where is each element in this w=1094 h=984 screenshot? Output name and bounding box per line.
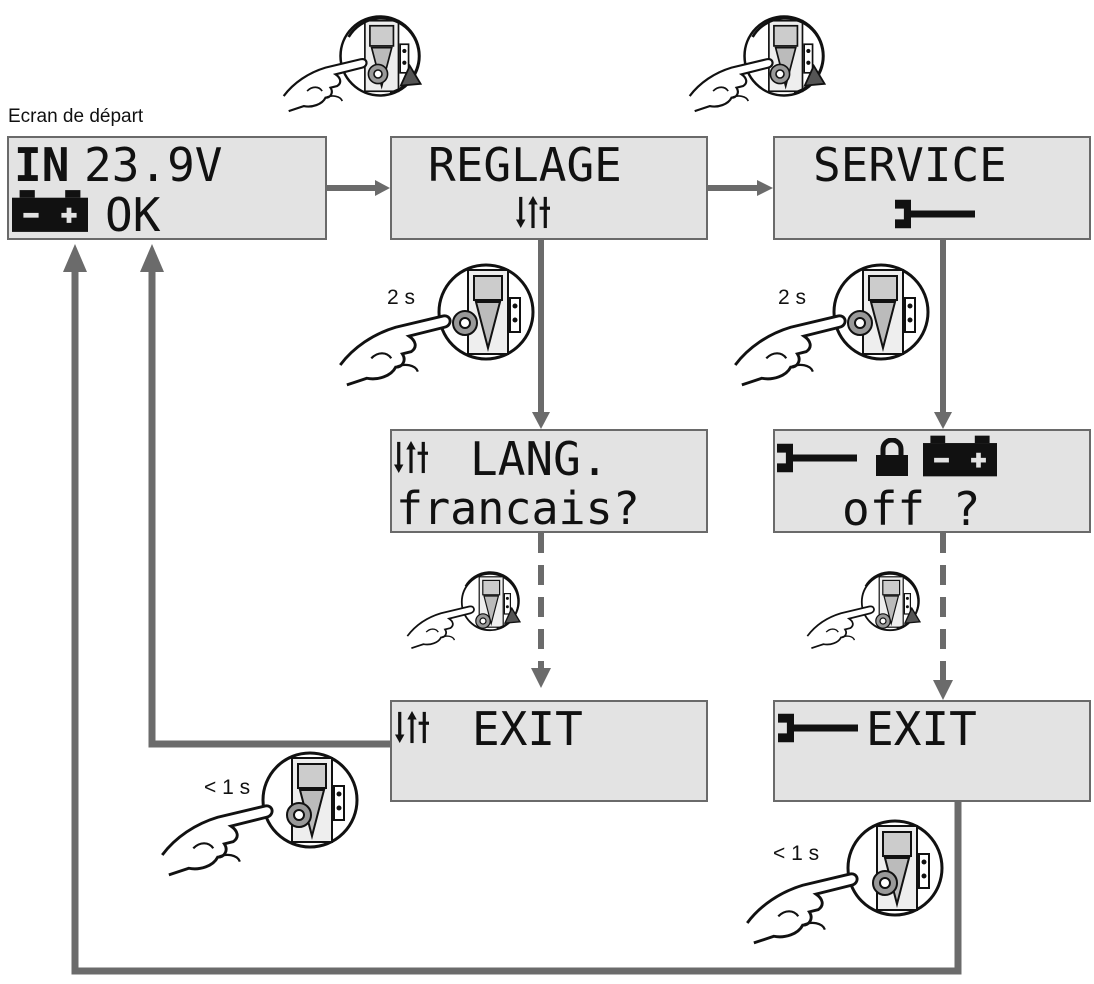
lcd-language-screen [390, 429, 708, 533]
flow-arrows [63, 180, 962, 975]
wrench-icon [895, 199, 975, 229]
service-title: SERVICE [813, 138, 1007, 192]
press-knob-illustration [160, 751, 359, 877]
exit-right-label: EXIT [866, 702, 977, 756]
lcd-exit-left-screen [390, 700, 708, 802]
language-value: francais? [396, 482, 640, 535]
start-line1-input-label: IN [14, 138, 70, 192]
start-line1-voltage: 23.9V [84, 138, 223, 192]
press-duration-reglage: 2 s [387, 286, 416, 309]
rotate-knob-illustration [406, 571, 521, 650]
battery-icon [923, 435, 997, 477]
adjust-icon [395, 709, 429, 745]
rotate-knob-illustration [282, 15, 422, 113]
wrench-icon [778, 713, 858, 743]
lock-value: off ? [842, 482, 981, 536]
lcd-reglage-screen [390, 136, 708, 240]
press-duration-exit-left: < 1 s [204, 776, 251, 799]
rotate-knob-illustration [688, 15, 826, 113]
reglage-title: REGLAGE [428, 138, 622, 192]
adjust-icon [516, 194, 550, 230]
press-knob-illustration [745, 819, 944, 945]
press-duration-service: 2 s [778, 286, 807, 309]
press-duration-exit-right: < 1 s [773, 842, 820, 865]
lcd-exit-right-screen [773, 700, 1091, 802]
adjust-icon [394, 439, 428, 475]
lock-icon [876, 440, 908, 476]
press-knob-illustration [338, 263, 535, 387]
start-line2-status: OK [105, 188, 161, 242]
wrench-icon [777, 443, 857, 473]
language-title: LANG. [470, 432, 609, 486]
rotate-knob-illustration [806, 571, 921, 650]
press-knob-illustration [733, 263, 930, 387]
exit-left-label: EXIT [472, 702, 583, 756]
lcd-service-screen [773, 136, 1091, 240]
battery-icon [12, 190, 88, 232]
start-screen-caption: Ecran de départ [8, 106, 144, 127]
